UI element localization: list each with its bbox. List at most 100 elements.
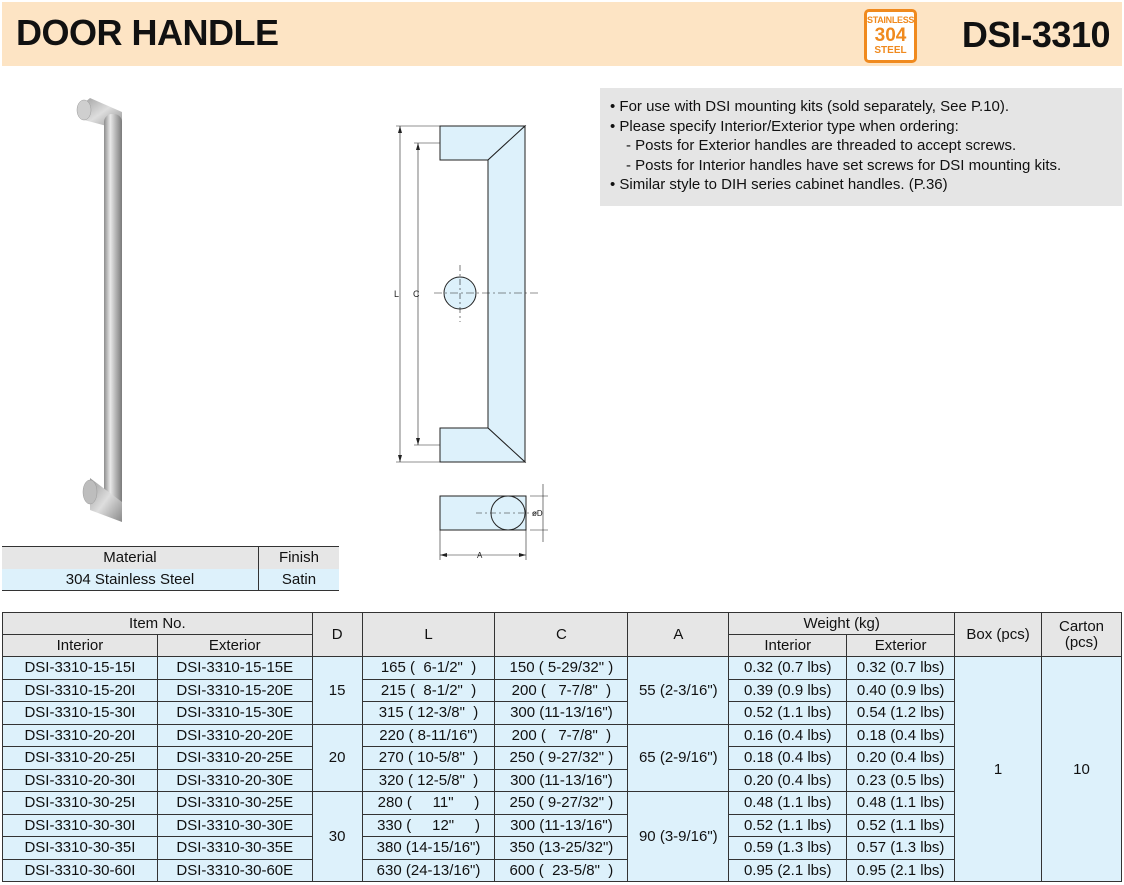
item-exterior-cell: DSI-3310-15-20E <box>156 678 313 702</box>
weight-header: Weight (kg) <box>728 612 956 635</box>
item-interior-cell: DSI-3310-20-30I <box>2 768 158 792</box>
L-cell: 220 ( 8-11/16") <box>361 723 496 747</box>
A-cell: 90 (3-9/16") <box>627 791 730 882</box>
page-title: DOOR HANDLE <box>16 12 279 53</box>
product-notes: • For use with DSI mounting kits (sold s… <box>600 88 1122 206</box>
weight-exterior-cell: 0.32 (0.7 lbs) <box>846 656 956 680</box>
C-cell: 250 ( 9-27/32" ) <box>494 746 629 770</box>
item-exterior-cell: DSI-3310-15-30E <box>156 701 313 725</box>
item-exterior-cell: DSI-3310-30-60E <box>156 858 313 882</box>
box-cell: 1 <box>954 656 1043 882</box>
exterior-header: Exterior <box>156 634 313 657</box>
item-exterior-cell: DSI-3310-20-20E <box>156 723 313 747</box>
weight-interior-cell: 0.39 (0.9 lbs) <box>728 678 848 702</box>
finish-header: Finish <box>258 546 339 569</box>
A-cell: 65 (2-9/16") <box>627 723 730 792</box>
item-exterior-cell: DSI-3310-30-35E <box>156 836 313 860</box>
weight-exterior-cell: 0.20 (0.4 lbs) <box>846 746 956 770</box>
L-cell: 270 ( 10-5/8" ) <box>361 746 496 770</box>
material-finish-table: Material Finish 304 Stainless Steel Sati… <box>2 546 339 591</box>
item-interior-cell: DSI-3310-15-20I <box>2 678 158 702</box>
stainless-steel-badge: STAINLESS 304 STEEL <box>864 9 917 63</box>
dimension-C-label: C <box>413 289 420 299</box>
C-cell: 300 (11-13/16") <box>494 701 629 725</box>
weight-exterior-cell: 0.40 (0.9 lbs) <box>846 678 956 702</box>
C-cell: 300 (11-13/16") <box>494 768 629 792</box>
C-cell: 150 ( 5-29/32" ) <box>494 656 629 680</box>
weight-exterior-cell: 0.48 (1.1 lbs) <box>846 791 956 815</box>
note-line: • For use with DSI mounting kits (sold s… <box>610 98 1010 115</box>
L-cell: 320 ( 12-5/8" ) <box>361 768 496 792</box>
D-cell: 30 <box>311 791 363 882</box>
weight-interior-cell: 0.20 (0.4 lbs) <box>728 768 848 792</box>
interior-header: Interior <box>2 634 158 657</box>
weight-exterior-cell: 0.57 (1.3 lbs) <box>846 836 956 860</box>
weight-interior-cell: 0.18 (0.4 lbs) <box>728 746 848 770</box>
dimension-D-label: øD <box>532 509 543 518</box>
dimension-L-label: L <box>394 289 399 299</box>
weight-interior-cell: 0.95 (2.1 lbs) <box>728 858 848 882</box>
C-cell: 200 ( 7-7/8" ) <box>494 723 629 747</box>
carton-cell: 10 <box>1041 656 1122 882</box>
weight-interior-cell: 0.52 (1.1 lbs) <box>728 701 848 725</box>
note-line: - Posts for Interior handles have set sc… <box>626 156 1062 174</box>
L-header: L <box>361 612 496 657</box>
C-cell: 300 (11-13/16") <box>494 813 629 837</box>
door-handle-photo <box>76 98 122 522</box>
A-header: A <box>627 612 730 657</box>
weight-interior-cell: 0.59 (1.3 lbs) <box>728 836 848 860</box>
weight-exterior-header: Exterior <box>846 634 956 657</box>
D-cell: 15 <box>311 656 363 725</box>
note-line: - Posts for Exterior handles are threade… <box>626 137 1017 154</box>
C-cell: 250 ( 9-27/32" ) <box>494 791 629 815</box>
C-header: C <box>494 612 629 657</box>
specification-table: Item No. D L C A Weight (kg) Box (pcs) C… <box>2 612 1122 882</box>
L-cell: 380 (14-15/16") <box>361 836 496 860</box>
weight-interior-cell: 0.16 (0.4 lbs) <box>728 723 848 747</box>
weight-interior-cell: 0.32 (0.7 lbs) <box>728 656 848 680</box>
item-exterior-cell: DSI-3310-20-30E <box>156 768 313 792</box>
item-interior-cell: DSI-3310-30-25I <box>2 791 158 815</box>
L-cell: 165 ( 6-1/2" ) <box>361 656 496 680</box>
weight-exterior-cell: 0.54 (1.2 lbs) <box>846 701 956 725</box>
item-interior-cell: DSI-3310-15-15I <box>2 656 158 680</box>
D-cell: 20 <box>311 723 363 792</box>
material-value: 304 Stainless Steel <box>2 568 259 591</box>
D-header: D <box>311 612 363 657</box>
item-interior-cell: DSI-3310-20-25I <box>2 746 158 770</box>
weight-interior-header: Interior <box>728 634 848 657</box>
carton-header: Carton (pcs) <box>1041 612 1122 657</box>
item-interior-cell: DSI-3310-15-30I <box>2 701 158 725</box>
C-cell: 350 (13-25/32") <box>494 836 629 860</box>
box-header: Box (pcs) <box>954 612 1043 657</box>
finish-value: Satin <box>258 568 339 591</box>
item-exterior-cell: DSI-3310-30-25E <box>156 791 313 815</box>
C-cell: 200 ( 7-7/8" ) <box>494 678 629 702</box>
model-number: DSI-3310 <box>961 14 1111 55</box>
note-line: • Please specify Interior/Exterior type … <box>610 117 959 135</box>
weight-exterior-cell: 0.23 (0.5 lbs) <box>846 768 956 792</box>
L-cell: 280 ( 11" ) <box>361 791 496 815</box>
note-line: • Similar style to DIH series cabinet ha… <box>610 176 948 193</box>
item-exterior-cell: DSI-3310-20-25E <box>156 746 313 770</box>
item-interior-cell: DSI-3310-30-35I <box>2 836 158 860</box>
L-cell: 315 ( 12-3/8" ) <box>361 701 496 725</box>
item-interior-cell: DSI-3310-30-60I <box>2 858 158 882</box>
dimension-A-label: A <box>477 551 483 560</box>
weight-exterior-cell: 0.95 (2.1 lbs) <box>846 858 956 882</box>
header-bar: DOOR HANDLE STAINLESS 304 STEEL DSI-3310 <box>2 2 1122 66</box>
technical-drawing: L C øD A <box>394 124 548 560</box>
item-interior-cell: DSI-3310-30-30I <box>2 813 158 837</box>
item-interior-cell: DSI-3310-20-20I <box>2 723 158 747</box>
L-cell: 215 ( 8-1/2" ) <box>361 678 496 702</box>
item-no-header: Item No. <box>2 612 313 635</box>
